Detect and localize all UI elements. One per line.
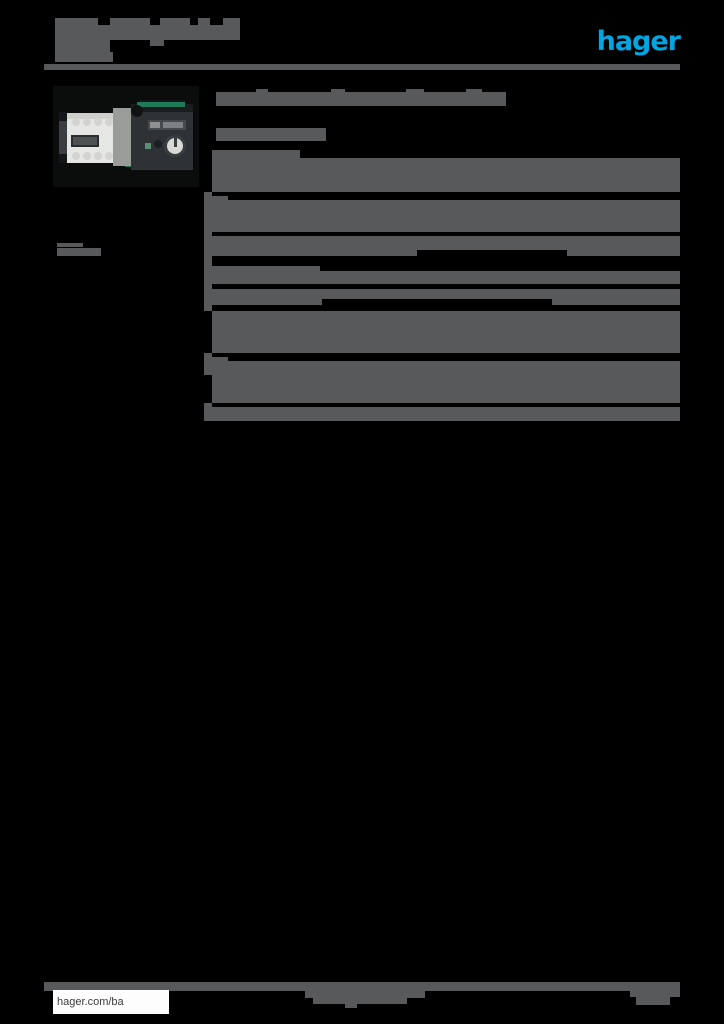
spec-row-6-cut-1 (322, 299, 552, 305)
spec-gap-1 (204, 192, 680, 196)
spec-gap-5 (204, 305, 680, 311)
spec-row-10 (204, 407, 680, 421)
spec-gap-6 (204, 353, 680, 357)
footer-url-link[interactable]: hager.com/ba (53, 990, 169, 1014)
spec-gap-4-tick (204, 284, 212, 289)
footer-center-line-1 (305, 991, 425, 998)
specification-table (204, 150, 680, 421)
spec-gap-6-tick (204, 353, 212, 357)
footer-page-number-redacted (630, 989, 680, 1007)
spec-gap-5-tick (204, 305, 212, 311)
spec-row-3-cut-1 (228, 196, 680, 200)
header-title-line-1 (55, 18, 98, 25)
spec-row-8-cut-1 (228, 357, 680, 361)
spec-row-3 (204, 196, 680, 232)
footer-center-redacted (305, 991, 425, 1008)
footer-right-line-2 (636, 997, 670, 1005)
spec-row-7 (212, 311, 680, 353)
spec-gap-2 (204, 232, 680, 236)
left-caption-line-2 (57, 248, 101, 256)
spec-gap-3-tick (204, 256, 212, 266)
spec-row-5-tick (204, 266, 212, 284)
spec-row-4-cut-1 (417, 250, 567, 256)
spec-row-3-tick (204, 196, 212, 232)
main-subtitle-line-1 (216, 128, 326, 141)
spec-gap-2-tick (204, 232, 212, 236)
spec-gap-4 (204, 284, 680, 289)
spec-row-6-tick (204, 289, 212, 305)
footer-divider-rule (44, 982, 680, 991)
footer-center-line-2 (313, 998, 407, 1004)
spec-row-10-tick (204, 407, 212, 421)
header-title-line-5 (223, 18, 240, 25)
header-title-line-9 (55, 52, 113, 62)
main-title-line-2 (256, 89, 268, 92)
header-title-line-7 (55, 40, 110, 52)
left-caption-redacted (57, 243, 101, 256)
main-title-line-4 (406, 89, 424, 92)
spec-row-5 (204, 266, 680, 284)
spec-row-8 (204, 357, 680, 375)
spec-row-2 (212, 158, 680, 192)
footer-url-text: hager.com/ba (57, 995, 124, 1008)
spec-row-9 (212, 375, 680, 403)
header-title-line-4 (198, 18, 210, 25)
product-photo-changeover-switch (53, 86, 199, 187)
header-title-line-3 (160, 18, 190, 25)
main-title-line-3 (331, 89, 345, 92)
footer-right-line-1 (630, 989, 680, 997)
spec-row-5-cut-1 (320, 266, 680, 271)
spec-gap-3 (204, 256, 680, 266)
left-caption-line-1 (57, 243, 83, 247)
spec-row-4-tick (204, 236, 212, 256)
header-divider-rule (44, 64, 680, 70)
product-photo-graphic (53, 86, 199, 187)
hager-logo-text: hager (596, 25, 681, 57)
header-title-line-6 (55, 25, 240, 40)
spec-gap-1-tick (204, 192, 212, 196)
spec-row-1 (212, 150, 300, 158)
footer-center-line-3 (345, 1004, 357, 1008)
main-subtitle-redacted (216, 128, 326, 142)
header-title-redacted (55, 18, 245, 62)
spec-row-4 (204, 236, 680, 256)
main-title-line-5 (466, 89, 482, 92)
main-title-line-1 (216, 92, 506, 106)
header-title-line-2 (110, 18, 150, 25)
spec-gap-7-tick (204, 403, 212, 407)
main-title-redacted (216, 89, 506, 110)
spec-gap-7 (204, 403, 680, 407)
spec-row-6 (204, 289, 680, 305)
spec-row-8-tick (204, 357, 212, 375)
hager-logo: hager (584, 25, 681, 57)
header-title-line-8 (150, 40, 164, 46)
